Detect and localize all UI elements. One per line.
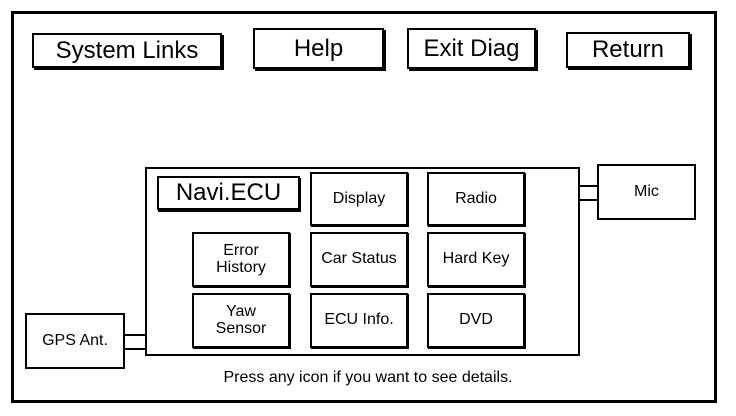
car-status-button[interactable]: Car Status bbox=[310, 232, 408, 287]
gps-connector-line bbox=[125, 348, 145, 350]
help-button[interactable]: Help bbox=[253, 28, 384, 69]
footer-hint: Press any icon if you want to see detail… bbox=[223, 369, 513, 386]
mic-connector-line bbox=[580, 199, 597, 201]
yaw-sensor-button[interactable]: Yaw Sensor bbox=[192, 293, 290, 348]
dvd-button[interactable]: DVD bbox=[427, 293, 525, 348]
mic-connector-line bbox=[580, 185, 597, 187]
error-history-button[interactable]: Error History bbox=[192, 232, 290, 287]
mic-button[interactable]: Mic bbox=[597, 164, 696, 220]
system-links-button[interactable]: System Links bbox=[32, 33, 222, 68]
hard-key-button[interactable]: Hard Key bbox=[427, 232, 525, 287]
gps-connector-line bbox=[125, 334, 145, 336]
ecu-info-button[interactable]: ECU Info. bbox=[310, 293, 408, 348]
radio-button[interactable]: Radio bbox=[427, 172, 525, 226]
return-button[interactable]: Return bbox=[566, 32, 690, 68]
exit-diag-button[interactable]: Exit Diag bbox=[407, 28, 536, 69]
display-button[interactable]: Display bbox=[310, 172, 408, 226]
gps-ant-button[interactable]: GPS Ant. bbox=[25, 313, 125, 369]
navi-ecu-label: Navi.ECU bbox=[157, 176, 300, 210]
